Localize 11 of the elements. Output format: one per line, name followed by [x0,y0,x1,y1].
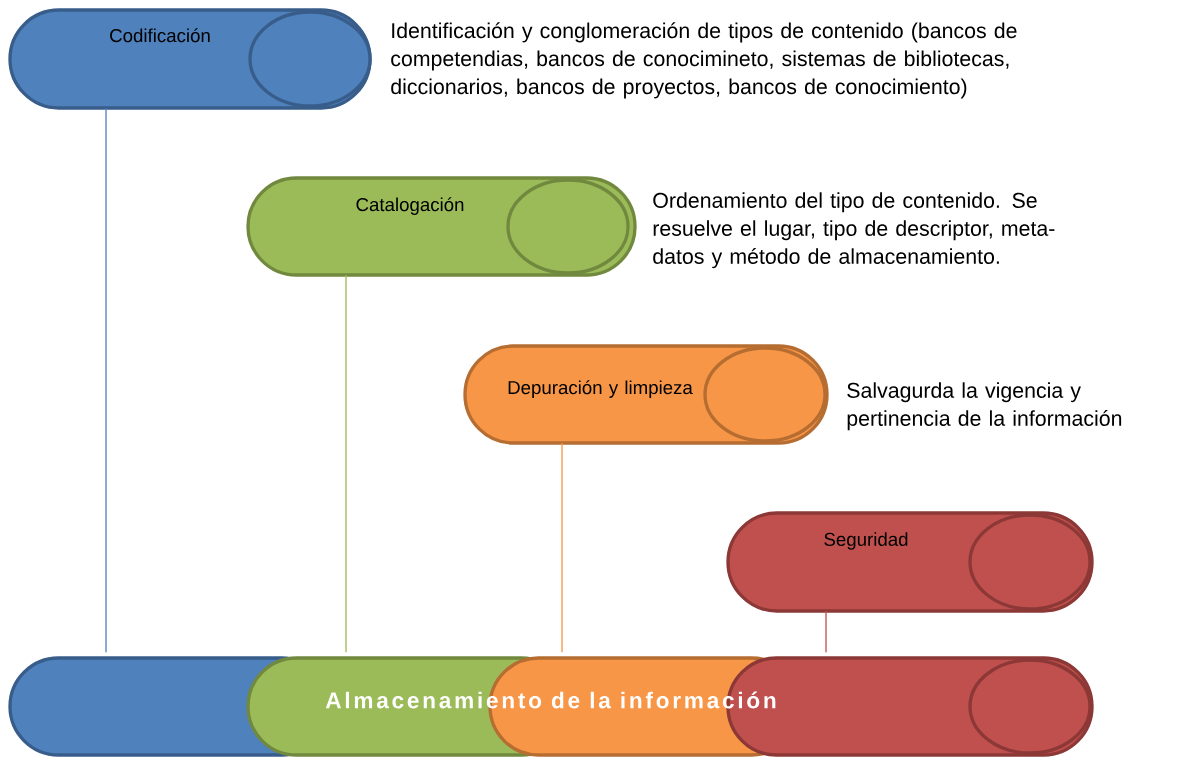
capsule-box: Seguridad [726,511,1094,613]
description-text: Ordenamiento del tipo de contenido. Se resuelve el lugar, tipo de descriptor, meta-datos y método de almacenamiento. [653,192,1055,269]
connector-line [105,107,107,653]
description-text: Identificación y conglomeración de tipos de contenido (bancos de competendias, bancos de conocimineto, sistemas de bibliotecas, diccionarios, bancos de proyectos, bancos de conocimiento) [391,22,1017,99]
capsule-box: Depuración y limpieza [463,344,829,445]
connector-line [825,610,827,653]
capsule-box: Codificación [8,8,372,110]
connector-line [345,274,347,653]
capsule-box: Catalogación [246,176,637,277]
connector-line [561,442,563,653]
description-text: Salvagurda la vigencia y pertinencia de la información [847,382,1122,431]
